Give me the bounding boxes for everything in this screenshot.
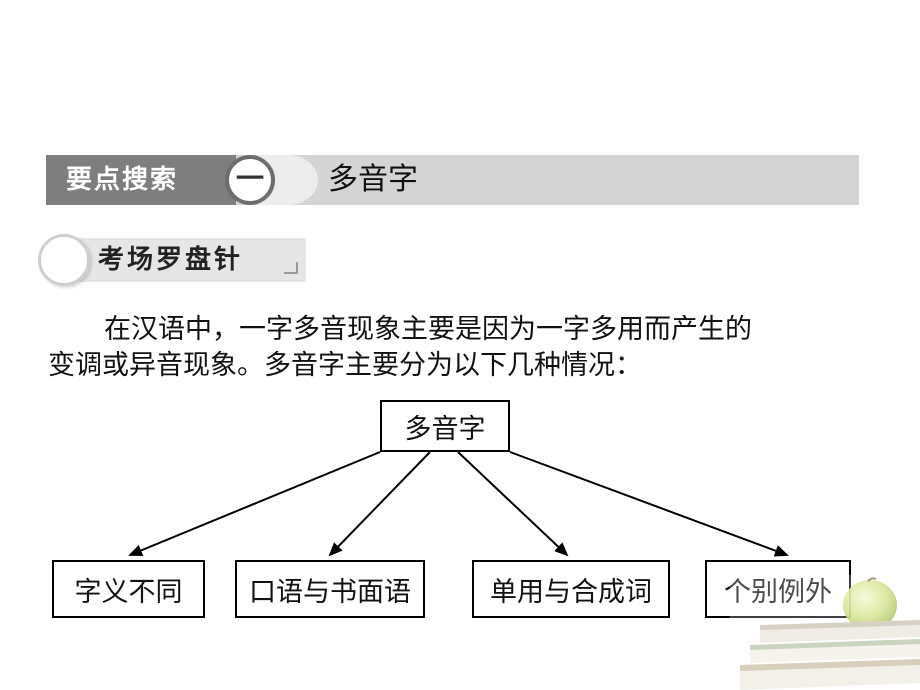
diagram-root-node: 多音字 — [380, 400, 510, 452]
arrow-to-child-1 — [128, 451, 381, 556]
diagram-node-2: 口语与书面语 — [235, 560, 425, 618]
section-tag: 要点搜索 — [66, 165, 179, 195]
corner-decoration-icon — [284, 262, 298, 274]
diagram-node-3: 单用与合成词 — [472, 560, 670, 618]
intro-paragraph: 在汉语中，一字多音现象主要是因为一字多用而产生的 变调或异音现象。多音字主要分为… — [48, 312, 868, 384]
diagram-node-1: 字义不同 — [52, 560, 205, 618]
section-title: 多音字 — [328, 162, 418, 197]
arrow-to-child-2 — [328, 451, 431, 557]
paragraph-line-2: 变调或异音现象。多音字主要分为以下几种情况： — [48, 350, 642, 381]
section-number-badge: 一 — [225, 155, 275, 205]
books-apple-decoration-icon — [730, 575, 920, 690]
section-tag-bg — [46, 155, 236, 205]
subheading-bar — [56, 238, 306, 282]
subheading-title: 考场罗盘针 — [98, 245, 244, 275]
arrow-to-child-4 — [509, 451, 789, 557]
subheading-circle-icon — [38, 234, 90, 286]
arrow-to-child-3 — [457, 451, 569, 557]
paragraph-line-1: 在汉语中，一字多音现象主要是因为一字多用而产生的 — [104, 314, 752, 345]
